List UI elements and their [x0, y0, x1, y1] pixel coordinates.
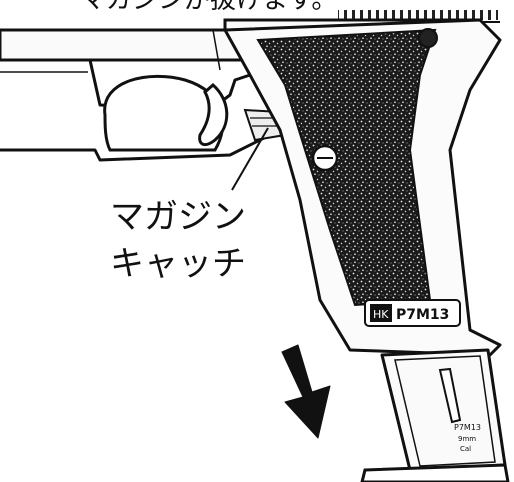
- model-label: P7M13: [396, 307, 449, 323]
- header-text: マガジンが抜けます。: [80, 0, 337, 15]
- magazine: P7M13 9mm Cal: [360, 348, 510, 482]
- grip-panel: [256, 28, 437, 307]
- callout-leader: [231, 127, 269, 191]
- slide-serrations: [338, 10, 498, 20]
- callout-line-1: マガジン: [110, 197, 246, 237]
- grip-screw: [311, 144, 339, 172]
- callout-line-2: キャッチ: [110, 244, 246, 284]
- magazine-marking-model: P7M13: [454, 423, 481, 432]
- trigger: [198, 83, 229, 147]
- frame-screw: [418, 28, 438, 48]
- magazine-marking-caliber: 9mm: [458, 435, 476, 443]
- grip-logo: HK P7M13: [364, 299, 461, 327]
- brand-mark: HK: [373, 308, 389, 321]
- magazine-marking-cal: Cal: [460, 445, 471, 453]
- arrow-down-icon: [281, 344, 331, 439]
